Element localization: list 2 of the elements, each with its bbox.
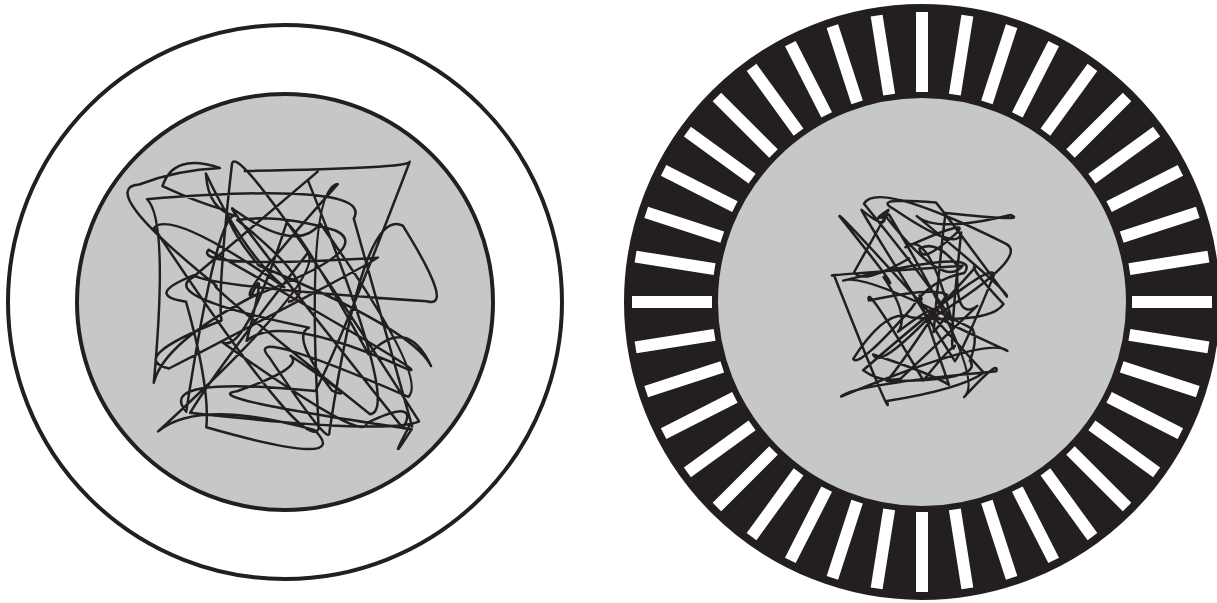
arena-drawing <box>622 2 1217 602</box>
arena-drawing <box>4 21 566 583</box>
